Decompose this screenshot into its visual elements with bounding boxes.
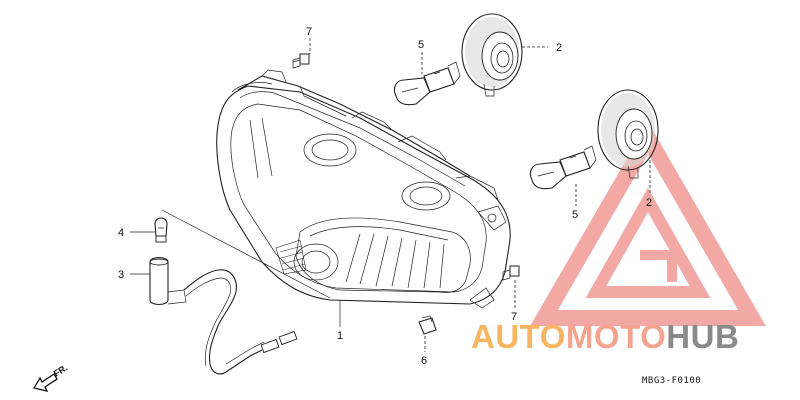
callout-6: 6 (421, 355, 427, 367)
front-direction-arrow-icon: FR. (32, 363, 70, 392)
direction-label: FR. (52, 363, 70, 379)
leader-lines (130, 38, 651, 352)
callout-4: 4 (118, 227, 124, 239)
clip (418, 315, 437, 335)
callout-5-right: 5 (572, 209, 578, 221)
watermark-moto: MOTO (566, 318, 666, 355)
screw-bottom (502, 265, 520, 281)
socket-cover-right (597, 89, 659, 179)
socket-cover-top (461, 13, 523, 97)
svg-text:AUTOMOTOHUB: AUTOMOTOHUB (471, 318, 739, 355)
callout-7-bottom: 7 (511, 311, 517, 323)
drawing-code: MBG3-F0100 (642, 376, 701, 386)
callout-7-top: 7 (306, 26, 312, 38)
position-bulb (154, 217, 168, 243)
headlight-bulb-right (529, 145, 597, 190)
headlight-bulb-top (393, 61, 461, 106)
callout-1: 1 (337, 330, 343, 342)
callout-3: 3 (118, 269, 124, 281)
headlight-unit (216, 69, 511, 309)
watermark-auto: AUTO (471, 318, 566, 355)
callout-5-top: 5 (418, 39, 424, 51)
screw-top (292, 53, 310, 69)
sub-harness (149, 256, 298, 375)
watermark-logo-icon (530, 122, 766, 326)
callout-2-top: 2 (556, 42, 562, 54)
watermark-text: AUTOMOTOHUB (471, 318, 739, 355)
callout-2-right: 2 (646, 197, 652, 209)
callout-labels: 1 2 2 3 4 5 5 6 7 7 (118, 26, 652, 367)
watermark-hub: HUB (666, 318, 739, 355)
